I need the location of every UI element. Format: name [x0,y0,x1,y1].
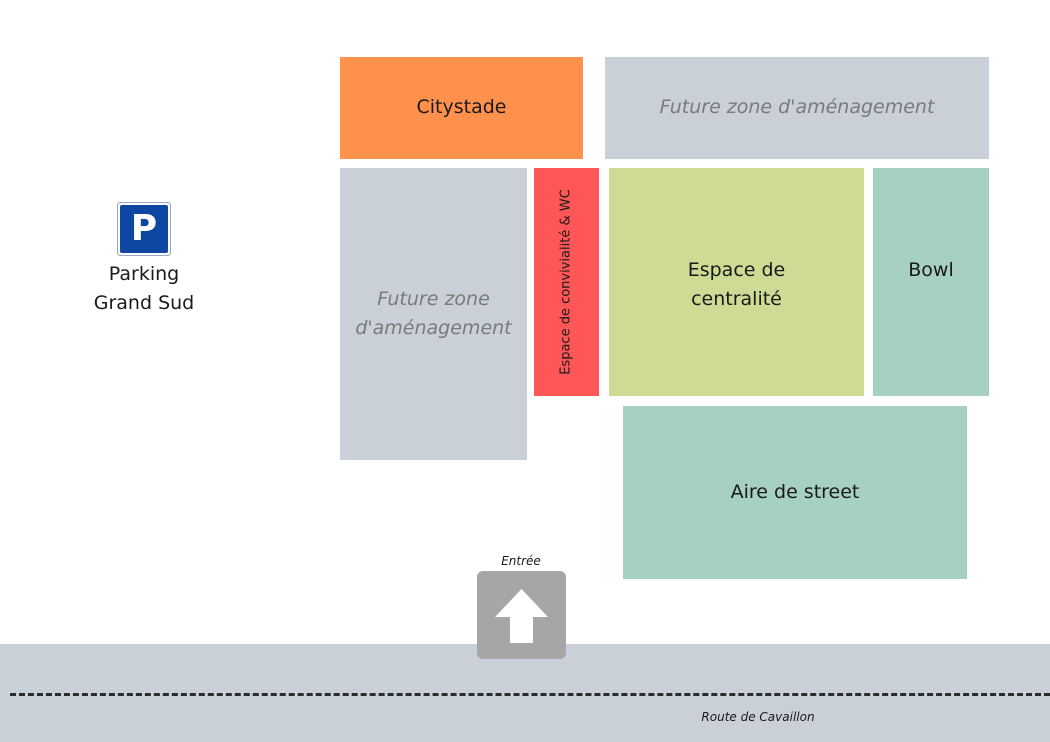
zone-future-top-label: Future zone d'aménagement [659,96,935,119]
parking-label: Parking Grand Sud [74,260,214,318]
zone-citystade-label: Citystade [416,96,507,119]
zone-bowl: Bowl [873,168,989,396]
zone-centralite: Espace de centralité [609,168,864,396]
zone-centralite-line1: Espace de [687,259,786,281]
zone-convivialite: Espace de convivialité & WC [534,168,599,396]
parking-label-line1: Parking [108,263,180,285]
zone-centralite-line2: centralité [691,288,782,311]
zone-citystade: Citystade [340,57,583,159]
parking-sign-letter: P [120,205,168,253]
entrance-label: Entrée [501,554,541,568]
parking-label-line2: Grand Sud [93,292,195,314]
zone-future-left-line2: d'aménagement [355,317,512,339]
road-center-line [10,693,1050,696]
zone-future-top: Future zone d'aménagement [605,57,989,159]
zone-street-label: Aire de street [730,480,860,503]
zone-bowl-label: Bowl [908,259,954,281]
zone-convivialite-label: Espace de convivialité & WC [558,189,574,375]
road: Route de Cavaillon [0,644,1050,742]
up-arrow-icon [477,571,566,659]
parking-icon: P [117,202,171,256]
zone-future-left-line1: Future zone [377,287,490,310]
road-label: Route de Cavaillon [701,710,815,724]
zone-future-left: Future zone d'aménagement [340,168,527,460]
zone-street: Aire de street [623,406,967,579]
